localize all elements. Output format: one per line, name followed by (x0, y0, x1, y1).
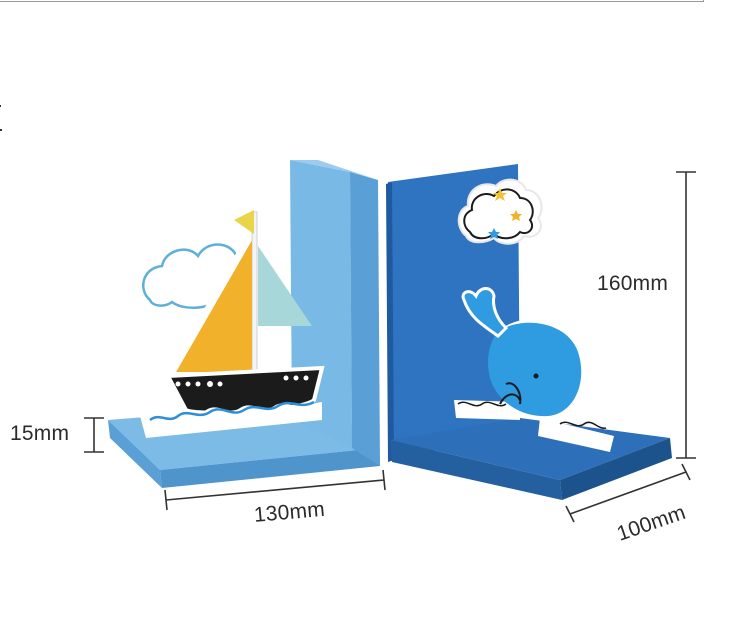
sailboat-bookend (108, 160, 380, 488)
edge-glyph-fragment (0, 105, 2, 131)
height-label: 160mm (597, 272, 669, 295)
width-dimension-line (164, 469, 386, 511)
height-dimension-line (676, 171, 696, 459)
left-waves (140, 402, 322, 438)
depth-dimension-line (565, 463, 691, 523)
left-wave-lines (149, 400, 315, 422)
star-icon (510, 210, 522, 221)
teal-sail (258, 246, 312, 326)
teal-sail-white (258, 326, 290, 366)
star-icons (488, 188, 522, 239)
left-upright-side (350, 172, 380, 466)
top-frame-border (0, 0, 704, 2)
right-waves-back-line (457, 401, 507, 407)
mast (251, 211, 258, 381)
right-waves-front (538, 418, 614, 452)
thickness-dimension-line (84, 417, 104, 453)
whale-body (488, 322, 582, 417)
whale-fin (499, 393, 521, 405)
dimension-lines (84, 171, 696, 523)
whale-bookend (386, 164, 672, 500)
right-base-side (560, 438, 672, 500)
right-base-front (390, 440, 562, 500)
hull-portholes (175, 375, 309, 387)
base-thickness-label: 15mm (10, 422, 70, 445)
yellow-sail-edge (170, 236, 252, 372)
whale-tail (461, 287, 509, 338)
whale-eye (533, 373, 539, 379)
right-waves-front-line (559, 421, 607, 429)
left-base-front (108, 420, 162, 488)
left-base-side (160, 448, 380, 488)
right-upright-left (386, 182, 394, 462)
whale-belly-line (505, 382, 522, 405)
pennant (234, 210, 254, 234)
star-icon (493, 188, 507, 201)
star-icon (488, 228, 500, 239)
